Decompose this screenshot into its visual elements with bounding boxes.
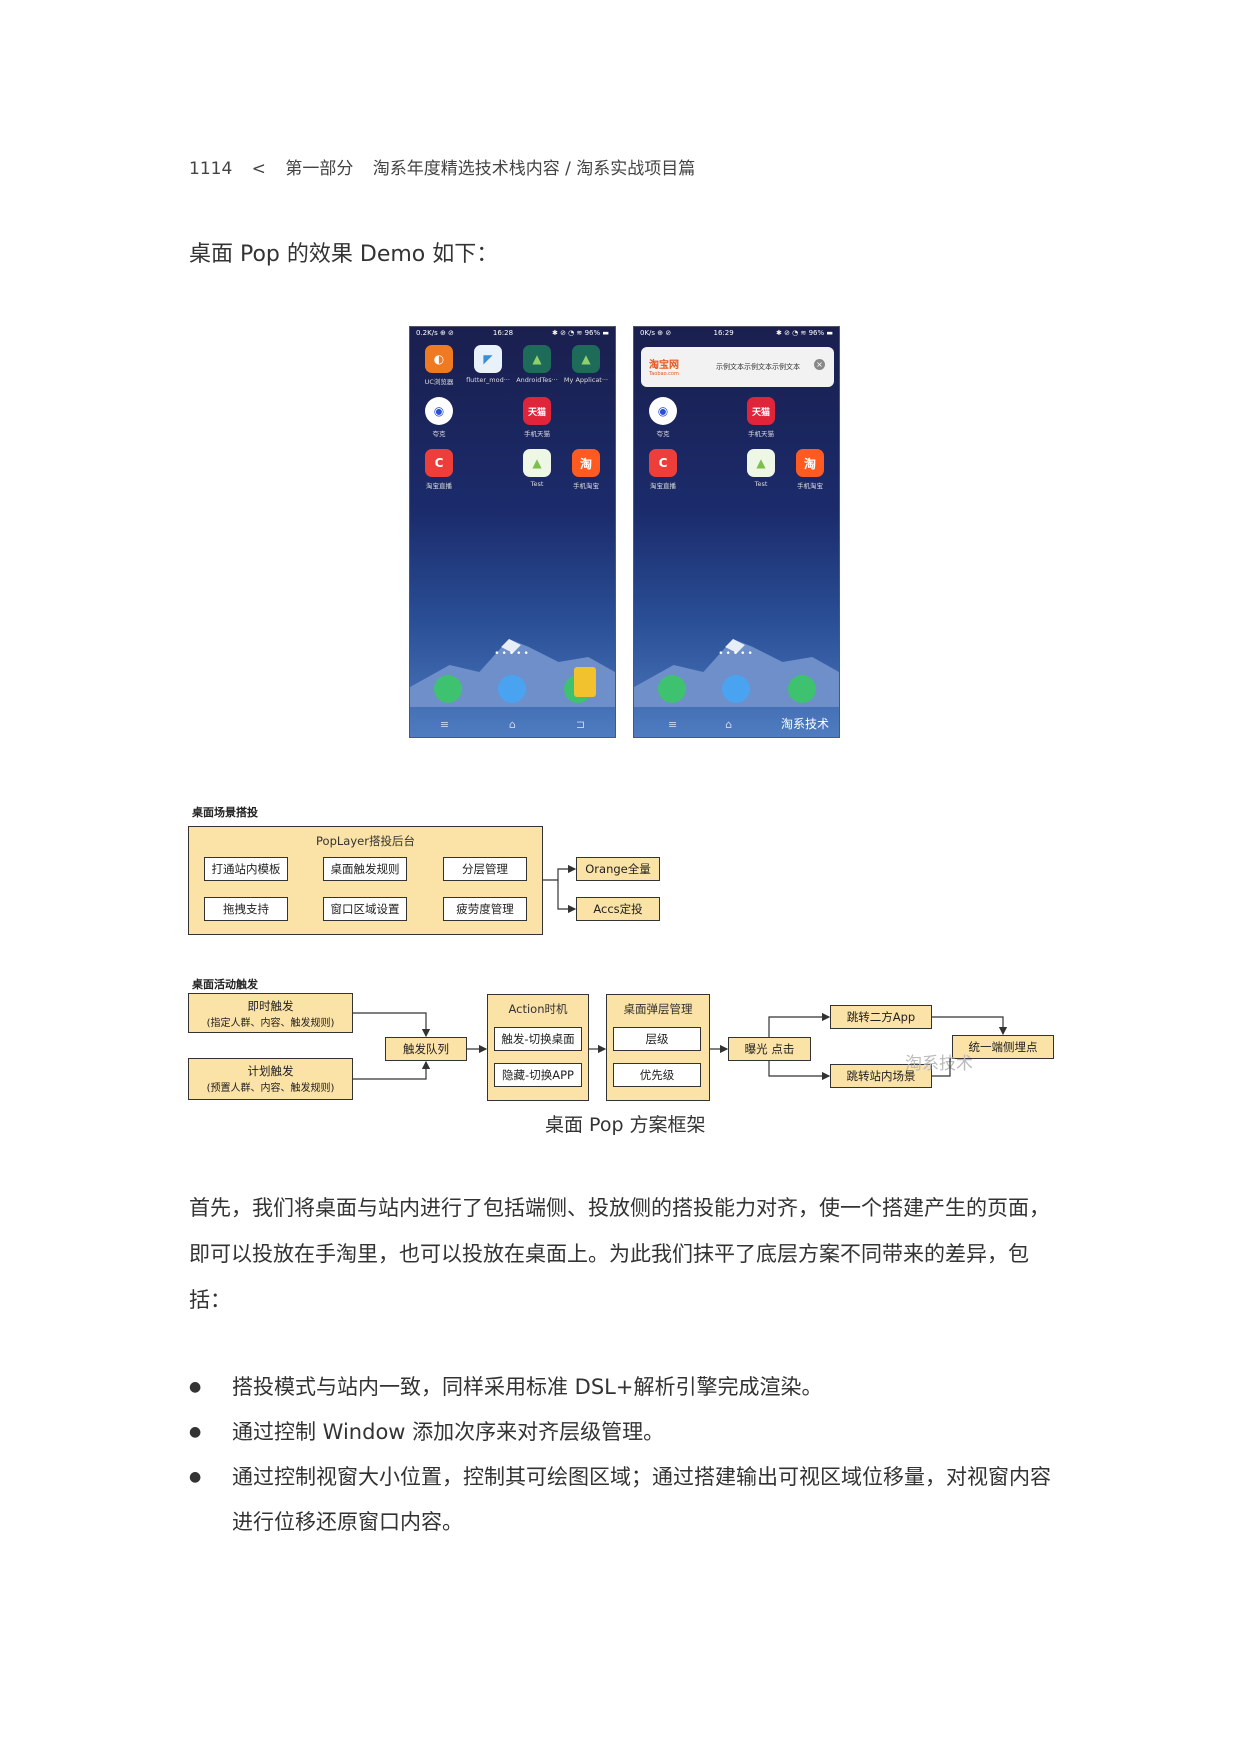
- app-mobile-taobao[interactable]: 淘手机淘宝: [563, 449, 609, 490]
- status-bar: 0K/s ⊕ ⊘ 16:29 ✱ ⊘ ◔ ≋ 96% ▬: [634, 327, 839, 341]
- section-title-trigger: 桌面活动触发: [192, 978, 258, 991]
- section-title-scene: 桌面场景搭投: [192, 806, 258, 819]
- status-time: 16:28: [492, 329, 514, 337]
- status-left: 0.2K/s ⊕ ⊘: [416, 329, 454, 337]
- app-quark[interactable]: ◉夸克: [416, 397, 462, 438]
- flutter-icon: ◤: [474, 345, 502, 373]
- app-test[interactable]: ▲Test: [514, 449, 560, 488]
- backend-item: 疲劳度管理: [443, 897, 527, 921]
- layer-item: 层级: [613, 1027, 701, 1051]
- bullet-list: ●搭投模式与站内一致，同样采用标准 DSL+解析引擎完成渲染。 ●通过控制 Wi…: [189, 1365, 1059, 1545]
- uc-browser-icon: ◐: [425, 345, 453, 373]
- messages-icon[interactable]: [434, 675, 462, 703]
- status-right: ✱ ⊘ ◔ ≋ 96% ▬: [551, 329, 609, 337]
- status-left: 0K/s ⊕ ⊘: [640, 329, 672, 337]
- android-icon: ▲: [523, 345, 551, 373]
- home-icon[interactable]: ⌂: [725, 717, 733, 731]
- android-icon: ▲: [572, 345, 600, 373]
- running-header: 1114 < 第一部分 淘系年度精选技术栈内容 / 淘系实战项目篇: [189, 154, 709, 179]
- backend-item: 窗口区域设置: [323, 897, 407, 921]
- app-uc-browser[interactable]: ◐UC浏览器: [416, 345, 462, 386]
- bullet-icon: ●: [189, 1469, 202, 1485]
- menu-icon[interactable]: ≡: [668, 717, 678, 731]
- phone-screenshot-before: 0.2K/s ⊕ ⊘ 16:28 ✱ ⊘ ◔ ≋ 96% ▬ ◐UC浏览器 ◤f…: [409, 326, 616, 738]
- floating-pop-icon[interactable]: [574, 667, 596, 697]
- browser-icon[interactable]: [498, 675, 526, 703]
- list-item: ●通过控制 Window 添加次序来对齐层级管理。: [189, 1410, 1059, 1455]
- taobao-icon: 淘: [796, 449, 824, 477]
- bullet-icon: ●: [189, 1379, 202, 1395]
- close-icon[interactable]: ×: [814, 359, 825, 370]
- status-right: ✱ ⊘ ◔ ≋ 96% ▬: [775, 329, 833, 337]
- status-time: 16:29: [713, 329, 734, 337]
- app-test[interactable]: ▲Test: [738, 449, 784, 488]
- backend-title: PopLayer搭投后台: [316, 834, 415, 848]
- app-my-application[interactable]: ▲My Applicat···: [563, 345, 609, 384]
- jump-second-party-app: 跳转二方App: [830, 1005, 932, 1029]
- dock: [410, 667, 615, 703]
- tmall-icon: 天猫: [747, 397, 775, 425]
- backend-item: 桌面触发规则: [323, 857, 407, 881]
- app-android-test[interactable]: ▲AndroidTes···: [514, 345, 560, 384]
- bullet-icon: ●: [189, 1424, 202, 1440]
- taobao-live-icon: C: [649, 449, 677, 477]
- backend-item: 打通站内模板: [204, 857, 288, 881]
- phone-icon[interactable]: [788, 675, 816, 703]
- quark-icon: ◉: [425, 397, 453, 425]
- messages-icon[interactable]: [658, 675, 686, 703]
- android-icon: ▲: [747, 449, 775, 477]
- nav-bar: ≡ ⌂: [634, 711, 839, 737]
- back-icon[interactable]: ⊐: [575, 717, 586, 731]
- quark-icon: ◉: [649, 397, 677, 425]
- taobao-icon: 淘: [572, 449, 600, 477]
- body-paragraph: 首先，我们将桌面与站内进行了包括端侧、投放侧的搭投能力对齐，使一个搭建产生的页面…: [189, 1196, 1050, 1312]
- backend-item: 分层管理: [443, 857, 527, 881]
- trigger-queue: 触发队列: [385, 1037, 467, 1061]
- android-icon: ▲: [523, 449, 551, 477]
- output-accs: Accs定投: [576, 897, 660, 921]
- intro-text: 桌面 Pop 的效果 Demo 如下：: [189, 242, 499, 267]
- page-indicator: •••••: [718, 649, 755, 659]
- menu-icon[interactable]: ≡: [439, 717, 450, 731]
- browser-icon[interactable]: [722, 675, 750, 703]
- app-tmall[interactable]: 天猫手机天猫: [514, 397, 560, 438]
- taobao-live-icon: C: [425, 449, 453, 477]
- nav-bar: ≡ ⌂ ⊐: [410, 711, 615, 737]
- dock: [634, 669, 839, 703]
- watermark: 淘系技术: [780, 717, 829, 731]
- header-part: 第一部分: [285, 159, 354, 179]
- header-section: 淘系年度精选技术栈内容 / 淘系实战项目篇: [372, 159, 696, 179]
- app-quark[interactable]: ◉夸克: [640, 397, 686, 438]
- list-item: ●搭投模式与站内一致，同样采用标准 DSL+解析引擎完成渲染。: [189, 1365, 1059, 1410]
- status-bar: 0.2K/s ⊕ ⊘ 16:28 ✱ ⊘ ◔ ≋ 96% ▬: [410, 327, 615, 341]
- instant-trigger: 即时触发(指定人群、内容、触发规则): [188, 993, 353, 1033]
- action-item: 触发-切换桌面: [494, 1027, 582, 1051]
- figure-caption: 桌面 Pop 方案框架: [545, 1114, 706, 1136]
- layer-item: 优先级: [613, 1063, 701, 1087]
- tmall-icon: 天猫: [523, 397, 551, 425]
- diagram-watermark: 淘系技术: [905, 1054, 973, 1074]
- header-separator: <: [251, 159, 266, 179]
- app-flutter[interactable]: ◤flutter_mod···: [465, 345, 511, 384]
- unified-tracking: 统一端侧埋点: [952, 1035, 1054, 1059]
- page-number: 1114: [189, 159, 233, 179]
- output-orange: Orange全量: [576, 857, 660, 881]
- expose-click: 曝光 点击: [728, 1037, 811, 1061]
- list-item: ●通过控制视窗大小位置，控制其可绘图区域；通过搭建输出可视区域位移量，对视窗内容…: [189, 1455, 1059, 1545]
- page-indicator: •••••: [494, 649, 531, 659]
- app-tmall[interactable]: 天猫手机天猫: [738, 397, 784, 438]
- home-icon[interactable]: ⌂: [509, 717, 516, 731]
- app-mobile-taobao[interactable]: 淘手机淘宝: [787, 449, 833, 490]
- popup-text: 示例文本示例文本示例文本: [716, 363, 800, 371]
- action-item: 隐藏-切换APP: [494, 1063, 582, 1087]
- jump-in-site-scene: 跳转站内场景: [830, 1064, 932, 1088]
- backend-item: 拖拽支持: [204, 897, 288, 921]
- scheduled-trigger: 计划触发(预置人群、内容、触发规则): [188, 1058, 353, 1100]
